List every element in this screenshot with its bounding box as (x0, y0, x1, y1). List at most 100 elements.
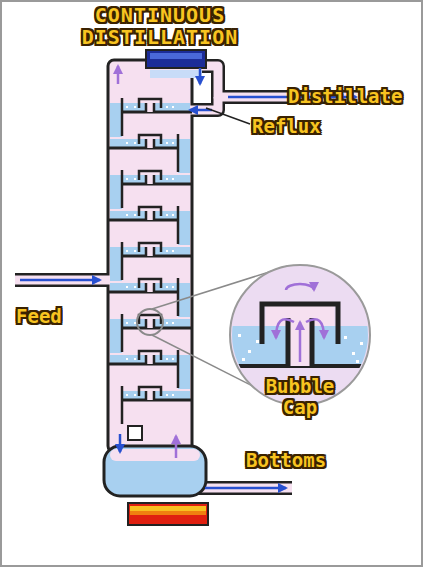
bubble-sparkle (166, 394, 168, 396)
heater-glow (130, 506, 206, 511)
heater-glow (130, 511, 206, 515)
tray (108, 278, 190, 317)
downcomer-wall (177, 206, 180, 244)
zoom-riser-vapour (290, 318, 310, 366)
part-label: Bubble Cap (266, 376, 335, 418)
bubble-sparkle (126, 250, 128, 252)
downcomer-liquid (110, 247, 122, 281)
bubble-sparkle (166, 322, 168, 324)
downcomer-liquid (178, 355, 190, 389)
bubble-sparkle (166, 142, 168, 144)
bubble-sparkle (166, 106, 168, 108)
bubble-sparkles (238, 334, 363, 363)
bubble-sparkle (166, 214, 168, 216)
bubble-sparkle (126, 142, 128, 144)
bubble-sparkle (134, 106, 136, 108)
downcomer-wall (177, 350, 180, 388)
condenser-highlight (150, 53, 202, 59)
bubble-sparkle (344, 336, 347, 339)
tray (110, 98, 192, 137)
bubble-sparkle (134, 286, 136, 288)
bubble-sparkle (126, 322, 128, 324)
condensate-arrow (199, 68, 202, 84)
bubble-sparkle (360, 342, 363, 345)
downcomer-wall (121, 98, 124, 136)
bubble-sparkle (126, 214, 128, 216)
bubble-cap (139, 207, 161, 220)
reflux-leader (206, 108, 250, 124)
bubble-cap (139, 279, 161, 292)
bubble-sparkle (126, 178, 128, 180)
bubble-sparkle (134, 322, 136, 324)
feed-pipe-outline (15, 273, 112, 287)
downcomer-liquid (110, 175, 122, 209)
zoom-vapour-arrow (276, 319, 294, 338)
downcomer-wall (121, 242, 124, 280)
bubble-sparkle (126, 286, 128, 288)
bubble-sparkle (134, 250, 136, 252)
downcomer-wall (177, 278, 180, 316)
bubble-sparkle (166, 250, 168, 252)
bubble-sparkle (172, 322, 174, 324)
condensate (150, 70, 202, 78)
bubble-sparkle (166, 178, 168, 180)
column-drain (128, 426, 142, 440)
downcomer-wall (121, 170, 124, 208)
bubble-sparkle (242, 358, 245, 361)
bubble-sparkle (172, 106, 174, 108)
bottoms-arrow (205, 487, 286, 490)
bubble-sparkle (126, 358, 128, 360)
tray-plate (108, 219, 178, 222)
bubble-sparkle (172, 250, 174, 252)
bubble-sparkle (356, 360, 359, 363)
vapour-arrow (175, 436, 178, 458)
bubble-sparkle (248, 350, 251, 353)
tray-plate (108, 363, 178, 366)
bubble-sparkle (238, 334, 241, 337)
bubble-cap (139, 243, 161, 256)
bubble-sparkle (134, 358, 136, 360)
tray (122, 386, 192, 424)
bubble-cap (139, 315, 161, 328)
downcomer-liquid (110, 319, 122, 353)
tray-plate (108, 147, 178, 150)
bubble-cap (139, 171, 161, 184)
bubble-sparkle (172, 394, 174, 396)
feed-arrow (20, 279, 100, 282)
reflux-pipe (186, 97, 218, 110)
tray (108, 134, 190, 173)
tray (110, 170, 192, 209)
bubble-sparkle (352, 352, 355, 355)
zoom-riser (288, 318, 312, 368)
part-label: Feed (16, 306, 62, 327)
zoom-marker (137, 309, 163, 335)
diagram-title: CONTINUOUS DISTILLATION (82, 4, 239, 48)
bubble-cap (139, 387, 161, 400)
downcomer-wall (121, 314, 124, 352)
bubble-sparkle (126, 394, 128, 396)
downcomer-liquid (110, 103, 122, 137)
bottoms-pipe (198, 484, 292, 493)
column-shell (108, 60, 192, 452)
heater (128, 503, 208, 525)
bottoms-pipe-outline (198, 481, 292, 495)
tray-plate (108, 291, 178, 294)
bubble-sparkle (172, 214, 174, 216)
bubble-sparkle (134, 178, 136, 180)
downcomer-wall (121, 386, 124, 424)
bubble-sparkle (172, 178, 174, 180)
part-label: Reflux (252, 116, 321, 137)
tray-plate (122, 255, 192, 258)
condenser (146, 50, 206, 68)
tray-plate (122, 111, 192, 114)
tray-plate (122, 183, 192, 186)
zoom-vapour-arrow (299, 322, 302, 362)
tray (108, 206, 190, 245)
tray (110, 314, 192, 353)
bubble-sparkle (172, 142, 174, 144)
vapour-arrow (117, 66, 120, 84)
downcomer-wall (177, 134, 180, 172)
bubble-sparkle (172, 358, 174, 360)
